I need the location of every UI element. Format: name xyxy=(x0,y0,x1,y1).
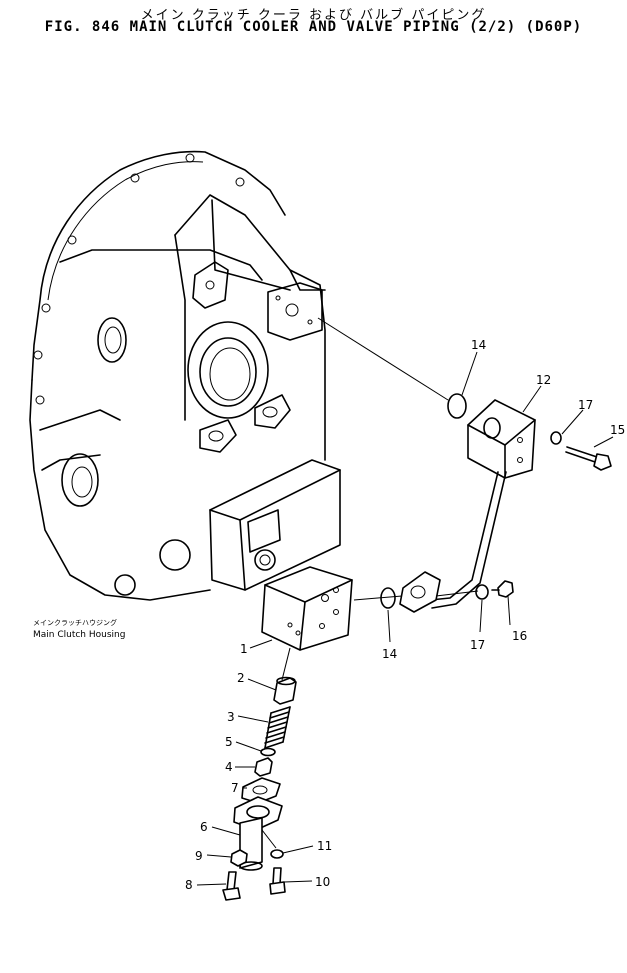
callout-14: 14 xyxy=(382,647,397,661)
callouts: 14 12 17 15 16 17 14 1 2 3 5 4 7 6 9 8 1… xyxy=(185,338,625,892)
leader-lines xyxy=(196,351,614,886)
callout-4: 4 xyxy=(225,760,233,774)
callout-8: 8 xyxy=(185,878,193,892)
figure-title: FIG. 846 MAIN CLUTCH COOLER AND VALVE PI… xyxy=(44,19,583,35)
washer-17-upper xyxy=(550,431,562,445)
washer-17-lower xyxy=(475,584,489,600)
callout-13: 14 xyxy=(471,338,486,352)
washer-11 xyxy=(270,849,284,859)
callout-16: 16 xyxy=(512,629,527,643)
callout-12: 12 xyxy=(536,373,551,387)
callout-9: 9 xyxy=(195,849,203,863)
pipe-block-12 xyxy=(399,399,536,613)
callout-6: 6 xyxy=(200,820,208,834)
plug-2 xyxy=(273,676,297,705)
nut-9 xyxy=(230,849,248,867)
callout-7: 7 xyxy=(231,781,239,795)
bolt-15 xyxy=(565,446,612,471)
callout-3: 3 xyxy=(227,710,235,724)
callout-15: 15 xyxy=(610,423,625,437)
callout-17-upper: 17 xyxy=(578,398,593,412)
plug-4 xyxy=(254,757,273,777)
bolt-10 xyxy=(269,867,286,895)
valve-body-1 xyxy=(261,566,353,651)
bolt-8 xyxy=(222,871,241,901)
main-clutch-housing xyxy=(29,150,341,601)
callout-10: 10 xyxy=(315,875,330,889)
callout-2: 2 xyxy=(237,671,245,685)
callout-17-lower: 17 xyxy=(470,638,485,652)
housing-label-japanese: メインクラッチハウジング xyxy=(33,618,117,627)
figure-title-japanese: メイン クラッチ クーラ および バルブ パイピング xyxy=(140,8,487,23)
housing-label: Main Clutch Housing xyxy=(33,630,125,640)
spring-3 xyxy=(264,706,291,749)
callout-1: 1 xyxy=(240,642,248,656)
o-ring-14 xyxy=(380,587,396,609)
callout-11: 11 xyxy=(317,839,332,853)
bolt-16 xyxy=(491,580,514,598)
ring-5 xyxy=(260,747,276,757)
callout-5: 5 xyxy=(225,735,233,749)
gasket-7 xyxy=(241,777,281,804)
o-ring-13 xyxy=(447,393,467,419)
